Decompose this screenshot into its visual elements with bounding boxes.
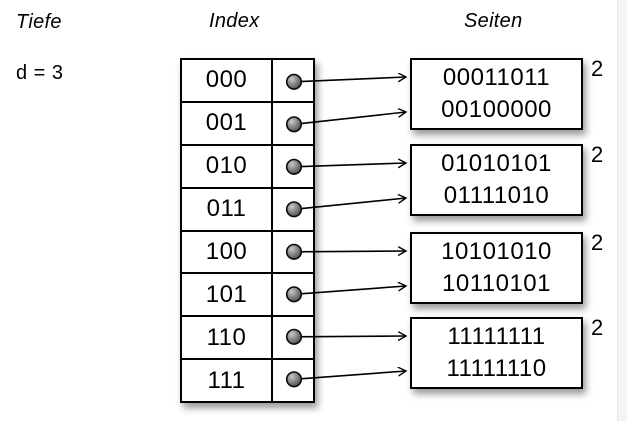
index-row: 110 [182, 317, 313, 361]
index-row: 011 [182, 188, 313, 232]
index-column-title: Index [209, 10, 260, 32]
global-depth-value: d = 3 [16, 62, 64, 84]
index-row: 001 [182, 102, 313, 146]
page-value: 11111110 [446, 355, 547, 382]
pointer-cell [273, 317, 313, 358]
page-value: 01010101 [441, 150, 552, 177]
page-box: 10101010 10110101 [410, 232, 583, 304]
index-row: 100 [182, 231, 313, 275]
index-row: 000 [182, 60, 313, 103]
page-value: 11111111 [447, 323, 546, 350]
index-table: 000 001 010 011 100 101 110 111 [180, 58, 315, 403]
index-row: 010 [182, 145, 313, 189]
index-row: 111 [182, 360, 313, 401]
page-box: 01010101 01111010 [410, 144, 583, 216]
local-depth-label: 2 [591, 230, 604, 255]
pointer-cell [273, 189, 313, 230]
index-key: 100 [182, 231, 273, 273]
page-value: 10110101 [442, 270, 551, 297]
index-row: 101 [182, 274, 313, 318]
page-box: 00011011 00100000 [410, 58, 583, 130]
index-key: 001 [182, 102, 273, 144]
depth-column-title: Tiefe [16, 11, 62, 33]
pointer-cell [273, 60, 313, 101]
index-key: 011 [182, 188, 273, 230]
page-value: 00011011 [442, 64, 551, 91]
pointer-cell [273, 274, 313, 315]
local-depth-label: 2 [591, 56, 604, 81]
index-key: 010 [182, 145, 273, 187]
index-key: 101 [182, 274, 273, 316]
pages-column-title: Seiten [464, 10, 523, 32]
local-depth-label: 2 [591, 142, 604, 167]
local-depth-label: 2 [591, 315, 604, 340]
page-box: 11111111 11111110 [410, 317, 583, 389]
right-edge-band [617, 0, 627, 421]
index-key: 110 [182, 317, 273, 359]
pointer-cell [273, 146, 313, 187]
index-key: 000 [182, 60, 273, 101]
pointer-cell [273, 360, 313, 401]
page-value: 00100000 [441, 96, 552, 123]
page-value: 10101010 [441, 238, 552, 265]
index-key: 111 [182, 360, 273, 401]
pointer-cell [273, 232, 313, 273]
page-value: 01111010 [443, 182, 550, 209]
pointer-cell [273, 103, 313, 144]
